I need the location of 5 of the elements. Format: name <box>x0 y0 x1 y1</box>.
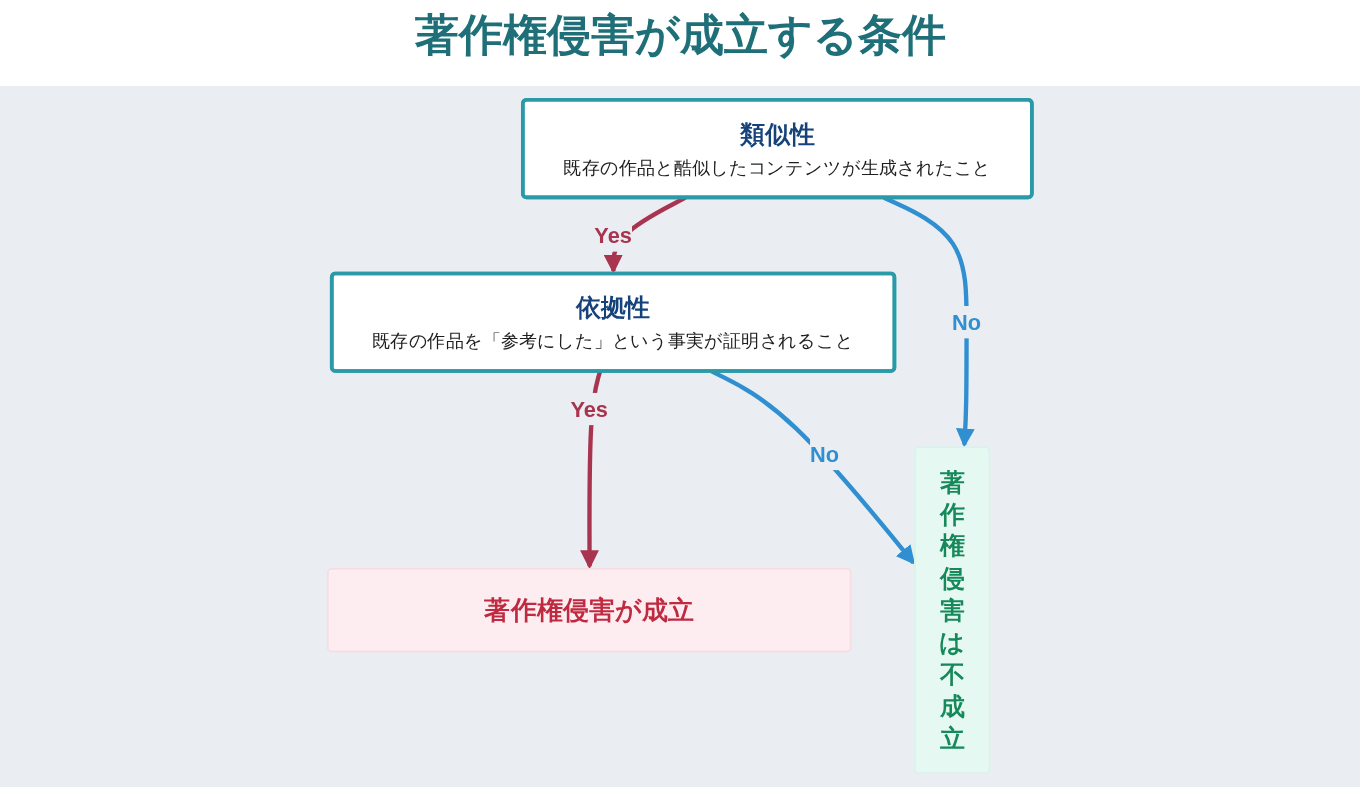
title: 著作権侵害が成立する条件 <box>413 9 947 61</box>
edge-label: No <box>952 310 982 335</box>
edge-label: Yes <box>570 397 609 422</box>
edge-label: No <box>810 442 840 466</box>
edge-label: Yes <box>594 223 633 248</box>
